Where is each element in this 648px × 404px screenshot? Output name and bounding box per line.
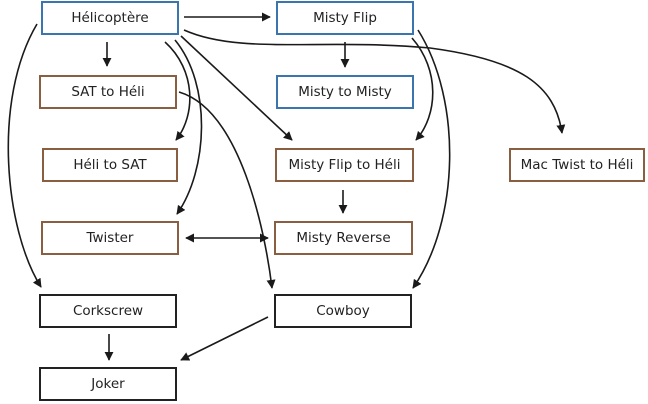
node-misty-flip-to-heli: Misty Flip to Héli (275, 148, 414, 182)
node-heli-to-sat: Héli to SAT (42, 148, 178, 182)
edge-helicoptere-to-misty-flip-to-heli (180, 35, 293, 141)
node-misty-to-misty: Misty to Misty (276, 75, 414, 109)
edge-misty-flip-to-misty-flip-to-heli (411, 37, 434, 141)
node-sat-to-heli: SAT to Héli (39, 75, 177, 109)
edge-helicoptere-to-corkscrew (7, 23, 42, 288)
edge-helicoptere-to-heli-to-sat (164, 41, 191, 141)
node-misty-reverse: Misty Reverse (274, 221, 413, 255)
node-helicoptere: Hélicoptère (41, 1, 179, 35)
edge-misty-flip-to-cowboy (412, 29, 451, 289)
edge-cowboy-to-joker (180, 316, 269, 361)
edge-helicoptere-to-mac-twist (183, 29, 566, 134)
edge-helicoptere-to-twister (174, 39, 203, 215)
node-mac-twist-to-heli: Mac Twist to Héli (509, 148, 645, 182)
node-misty-flip: Misty Flip (276, 1, 414, 35)
node-joker: Joker (39, 367, 177, 401)
node-cowboy: Cowboy (274, 294, 412, 328)
edge-sat-to-heli-to-cowboy (178, 91, 276, 289)
node-corkscrew: Corkscrew (39, 294, 177, 328)
node-twister: Twister (41, 221, 179, 255)
